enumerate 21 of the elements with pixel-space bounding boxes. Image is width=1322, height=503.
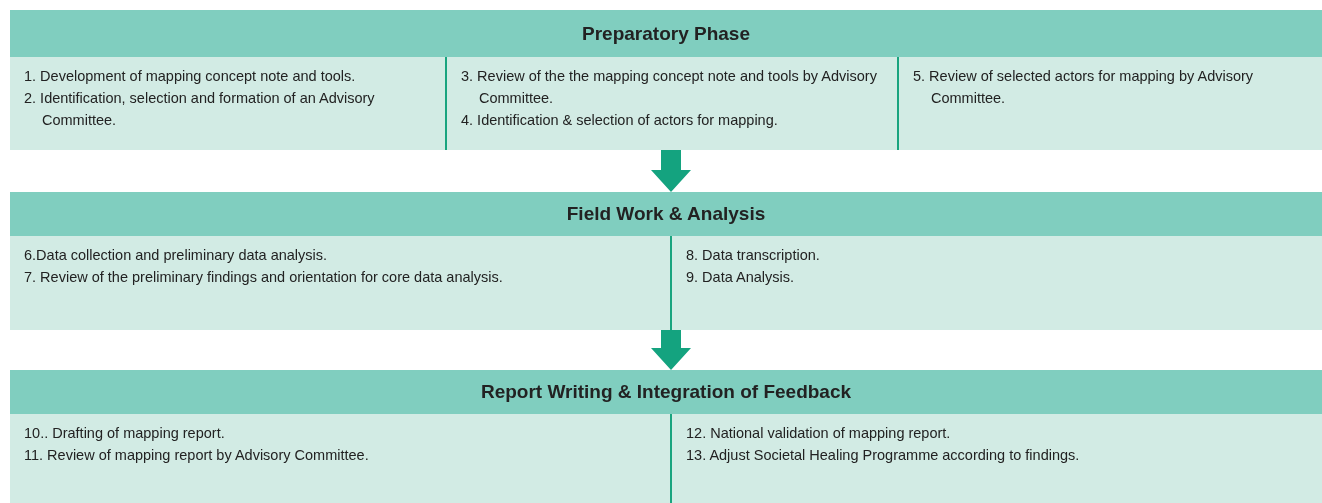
phase-band	[10, 10, 1322, 150]
block-arrow	[651, 150, 691, 192]
list-item: 10.. Drafting of mapping report.	[24, 424, 226, 443]
phase-band	[10, 192, 1322, 330]
list-item: 4. Identification & selection of actors for mapping.	[461, 111, 779, 130]
list-item: 8. Data transcription.	[686, 246, 821, 265]
phase-title: Preparatory Phase	[582, 22, 750, 45]
phase-title: Report Writing & Integration of Feedback	[480, 381, 852, 403]
list-item: 5. Review of selected actors for mapping by Advisory Committee.	[913, 67, 1255, 108]
list-item: 12. National validation of mapping report.	[686, 424, 952, 443]
list-item: 11. Review of mapping report by Advisory Committee.	[24, 446, 370, 465]
phase-title: Field Work & Analysis	[566, 203, 766, 225]
list-item: 9. Data Analysis.	[686, 268, 795, 287]
list-item: 2. Identification, selection and formation of an Advisory Committee.	[24, 89, 376, 130]
block-arrow	[651, 330, 691, 370]
list-item: 6.Data collection and preliminary data analysis.	[24, 246, 329, 265]
list-item: 3. Review of the the mapping concept note and tools by Advisory Committee.	[461, 67, 878, 108]
list-item: 1. Development of mapping concept note and tools.	[24, 67, 357, 86]
list-item: 13. Adjust Societal Healing Programme according to findings.	[686, 446, 1081, 465]
phase-band	[10, 370, 1322, 503]
list-item: 7. Review of the preliminary findings and orientation for core data analysis.	[24, 268, 504, 287]
